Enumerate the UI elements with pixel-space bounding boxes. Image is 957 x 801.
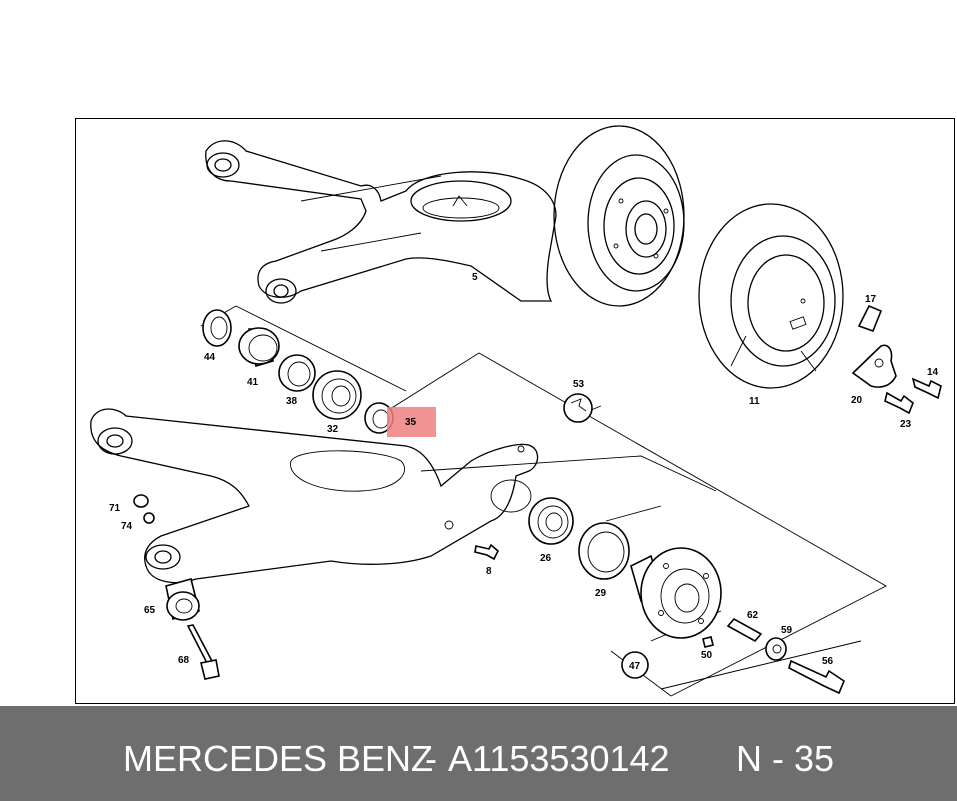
bolt-23 bbox=[884, 391, 914, 415]
bushing-44 bbox=[202, 309, 232, 347]
callout-41[interactable]: 41 bbox=[247, 377, 259, 388]
washer-59 bbox=[765, 637, 787, 661]
footer-reference: N - 35 bbox=[736, 738, 835, 779]
callout-23[interactable]: 23 bbox=[900, 419, 912, 430]
wheel-hub bbox=[630, 547, 722, 639]
callout-50[interactable]: 50 bbox=[701, 650, 713, 661]
footer-brand: MERCEDES BENZ bbox=[123, 738, 434, 779]
clip-17 bbox=[857, 304, 883, 333]
parts-diagram-frame: 5 11 17 14 20 23 44 41 38 32 35 53 71 74… bbox=[75, 118, 955, 704]
brake-disc-upper bbox=[553, 125, 685, 307]
callout-labels: 5 11 17 14 20 23 44 41 38 32 35 53 71 74… bbox=[109, 272, 939, 672]
suspension-exploded-diagram: 5 11 17 14 20 23 44 41 38 32 35 53 71 74… bbox=[90, 125, 942, 697]
bearing-32 bbox=[312, 370, 362, 420]
upper-control-arm bbox=[205, 140, 557, 304]
callout-20[interactable]: 20 bbox=[851, 395, 863, 406]
callout-11[interactable]: 11 bbox=[749, 396, 760, 407]
callout-71[interactable]: 71 bbox=[109, 503, 121, 514]
bracket-20 bbox=[851, 344, 897, 388]
ring-38 bbox=[278, 354, 316, 392]
lower-trailing-arm bbox=[90, 408, 539, 584]
plug-50 bbox=[702, 636, 714, 648]
callout-35[interactable]: 35 bbox=[405, 417, 417, 428]
backing-plate bbox=[698, 203, 844, 389]
footer-banner: MERCEDES BENZ - A1153530142 N - 35 bbox=[0, 706, 957, 801]
bolt-56 bbox=[788, 659, 845, 695]
callout-32[interactable]: 32 bbox=[327, 424, 339, 435]
callout-14[interactable]: 14 bbox=[927, 367, 939, 378]
callout-44[interactable]: 44 bbox=[204, 352, 216, 363]
callout-68[interactable]: 68 bbox=[178, 655, 190, 666]
callout-47[interactable]: 47 bbox=[629, 661, 641, 672]
nut-71 bbox=[133, 494, 149, 508]
callout-62[interactable]: 62 bbox=[747, 610, 759, 621]
callout-8[interactable]: 8 bbox=[486, 566, 492, 577]
ring-29 bbox=[578, 522, 630, 580]
tool-53 bbox=[563, 393, 593, 423]
seal-35 bbox=[364, 402, 394, 434]
callout-29[interactable]: 29 bbox=[595, 588, 607, 599]
bolt-14 bbox=[911, 377, 942, 400]
callout-38[interactable]: 38 bbox=[286, 396, 298, 407]
bolt-68 bbox=[186, 624, 220, 680]
bearing-26 bbox=[528, 497, 574, 545]
callout-74[interactable]: 74 bbox=[121, 521, 133, 532]
bolt-8 bbox=[474, 543, 499, 561]
callout-65[interactable]: 65 bbox=[144, 605, 156, 616]
callout-17[interactable]: 17 bbox=[865, 294, 877, 305]
washer-74 bbox=[143, 512, 155, 524]
bushing-65 bbox=[165, 578, 200, 621]
sleeve-41 bbox=[238, 327, 280, 368]
callout-56[interactable]: 56 bbox=[822, 656, 834, 667]
highlight-part-35 bbox=[387, 407, 436, 437]
footer-separator: - bbox=[425, 738, 437, 779]
cap-47 bbox=[621, 651, 649, 679]
callout-53[interactable]: 53 bbox=[573, 379, 585, 390]
callout-59[interactable]: 59 bbox=[781, 625, 793, 636]
footer-part-number: A1153530142 bbox=[448, 738, 670, 779]
callout-26[interactable]: 26 bbox=[540, 553, 552, 564]
pin-62 bbox=[726, 617, 763, 643]
callout-5[interactable]: 5 bbox=[472, 272, 478, 283]
